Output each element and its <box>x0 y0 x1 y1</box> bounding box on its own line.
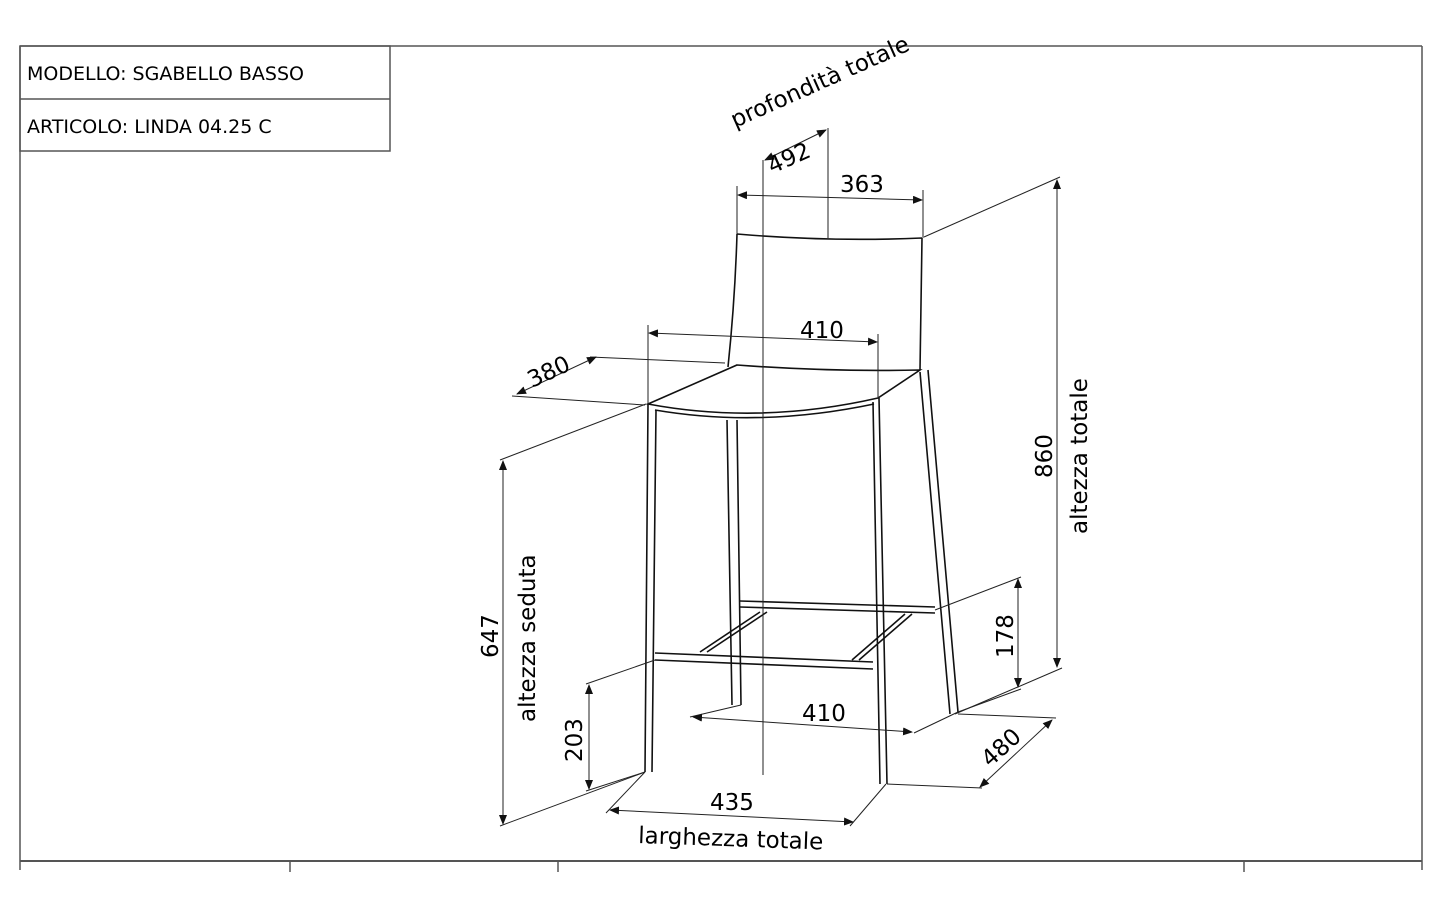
rear-footrest-height-value: 178 <box>993 614 1019 658</box>
total-width-label: larghezza totale <box>638 823 824 855</box>
seat-height-value: 647 <box>478 614 504 658</box>
seat-depth-value: 380 <box>524 351 575 393</box>
drawing-frame <box>19 45 1423 872</box>
seat-height-label: altezza seduta <box>515 554 541 722</box>
total-depth-value: 492 <box>764 138 815 180</box>
article-label: ARTICOLO: LINDA 04.25 C <box>27 116 272 138</box>
total-width-value: 435 <box>710 790 754 816</box>
base-depth-width-value: 410 <box>802 701 846 727</box>
front-footrest-height-value: 203 <box>562 718 588 762</box>
backrest-width-value: 363 <box>840 172 884 198</box>
dimension-labels: profondità totale 492 363 410 380 860 al… <box>478 31 1093 855</box>
seat-width-value: 410 <box>800 318 844 344</box>
title-block: MODELLO: SGABELLO BASSO ARTICOLO: LINDA … <box>19 45 391 152</box>
total-height-label: altezza totale <box>1067 378 1093 534</box>
model-label: MODELLO: SGABELLO BASSO <box>27 63 304 85</box>
dimension-lines <box>499 128 1063 827</box>
base-depth-value: 480 <box>977 724 1027 773</box>
total-height-value: 860 <box>1032 434 1058 478</box>
